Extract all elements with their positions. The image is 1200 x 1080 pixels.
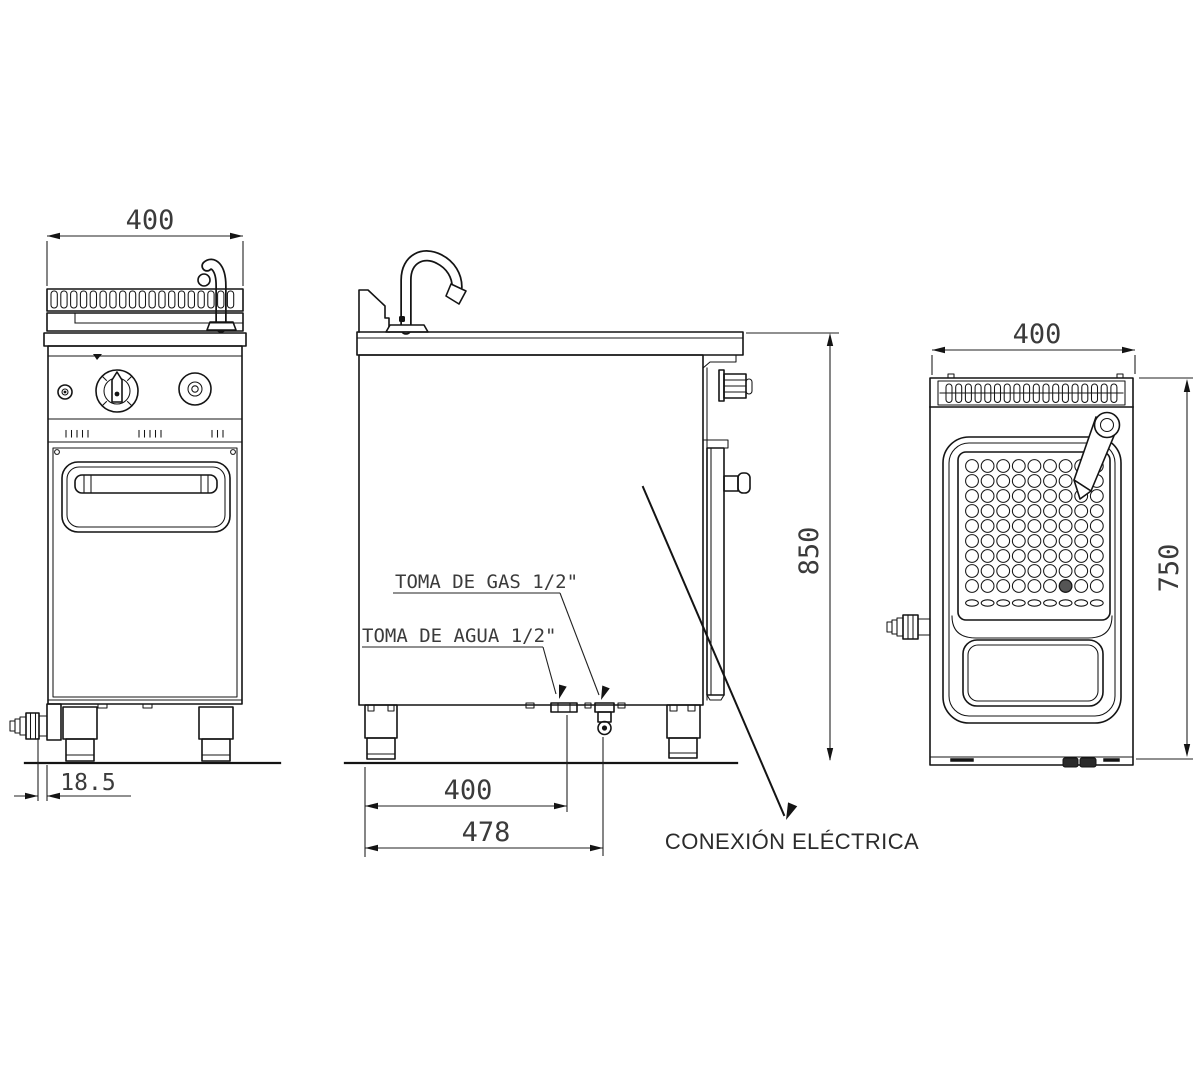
drain-valve-icon bbox=[9, 703, 62, 741]
water-leader: TOMA DE AGUA 1/2" bbox=[362, 625, 567, 699]
side-rear-leg bbox=[666, 704, 701, 759]
front-right-leg bbox=[198, 706, 234, 762]
side-body bbox=[358, 354, 704, 706]
front-base bbox=[9, 699, 282, 765]
electrical-leader: CONEXIÓN ELÉCTRICA bbox=[641, 485, 919, 854]
front-grille-slats bbox=[50, 290, 235, 309]
faucet-front-icon bbox=[197, 258, 237, 333]
depth-dimension: 750 bbox=[1136, 377, 1193, 760]
drain-fitting-top-icon bbox=[886, 614, 931, 640]
faucet-side-icon bbox=[385, 250, 467, 335]
faucet-top-icon bbox=[1073, 411, 1121, 500]
top-outline bbox=[929, 377, 1134, 766]
gas-leader: TOMA DE GAS 1/2" bbox=[393, 571, 610, 700]
thermostat-knob[interactable] bbox=[178, 372, 212, 406]
front-view: 400 bbox=[9, 205, 282, 801]
top-bottom-strip bbox=[929, 756, 1134, 768]
height-dim-label: 850 bbox=[794, 527, 825, 576]
front-control-panel bbox=[47, 369, 243, 443]
drain-offset-dim-label: 18.5 bbox=[60, 770, 115, 796]
water-distance-dimension: 400 bbox=[364, 715, 568, 857]
drain-offset-dimension: 18.5 bbox=[14, 738, 131, 801]
gas-control-knob[interactable] bbox=[95, 369, 139, 413]
front-upper-band bbox=[46, 312, 244, 332]
water-distance-dim-label: 400 bbox=[444, 775, 493, 806]
oven-door[interactable] bbox=[52, 447, 238, 698]
water-leader-label: TOMA DE AGUA 1/2" bbox=[362, 625, 556, 647]
front-width-dimension: 400 bbox=[46, 205, 244, 286]
depth-dim-label: 750 bbox=[1154, 544, 1185, 593]
pilot-light bbox=[57, 384, 73, 400]
gas-distance-dim-label: 478 bbox=[462, 817, 511, 848]
basin bbox=[942, 436, 1122, 724]
side-front-leg bbox=[364, 704, 398, 760]
door-screw-icon bbox=[230, 449, 236, 455]
basin-well bbox=[951, 615, 1113, 707]
side-worktop bbox=[356, 331, 744, 369]
top-grille-slats bbox=[945, 383, 1118, 404]
top-view: 400 bbox=[886, 319, 1193, 768]
electrical-inlet-icon bbox=[718, 369, 753, 402]
side-backsplash bbox=[358, 289, 390, 333]
top-rear-grille bbox=[929, 373, 1134, 408]
water-connection-icon bbox=[550, 702, 578, 713]
top-width-dimension: 400 bbox=[931, 319, 1136, 375]
electrical-leader-label: CONEXIÓN ELÉCTRICA bbox=[665, 829, 919, 854]
top-width-dim-label: 400 bbox=[1013, 319, 1062, 350]
door-screw-icon bbox=[54, 449, 60, 455]
rear-panel-knob[interactable] bbox=[723, 472, 751, 494]
front-body bbox=[47, 345, 243, 705]
front-top-grille bbox=[46, 288, 244, 312]
gas-distance-dimension: 478 bbox=[365, 737, 604, 856]
gas-leader-label: TOMA DE GAS 1/2" bbox=[395, 571, 578, 593]
perforated-plate bbox=[957, 451, 1111, 621]
side-view: TOMA DE GAS 1/2" TOMA DE AGUA 1/2" 400 bbox=[343, 250, 919, 857]
height-dimension: 850 bbox=[746, 332, 839, 761]
gas-connection-icon bbox=[594, 702, 615, 736]
rear-panel bbox=[702, 439, 751, 701]
panel-vent-slots bbox=[65, 429, 224, 438]
front-worktop-lip bbox=[43, 332, 247, 347]
door-handle[interactable] bbox=[74, 474, 218, 494]
front-left-leg bbox=[62, 706, 98, 762]
front-width-dim-label: 400 bbox=[126, 205, 175, 236]
